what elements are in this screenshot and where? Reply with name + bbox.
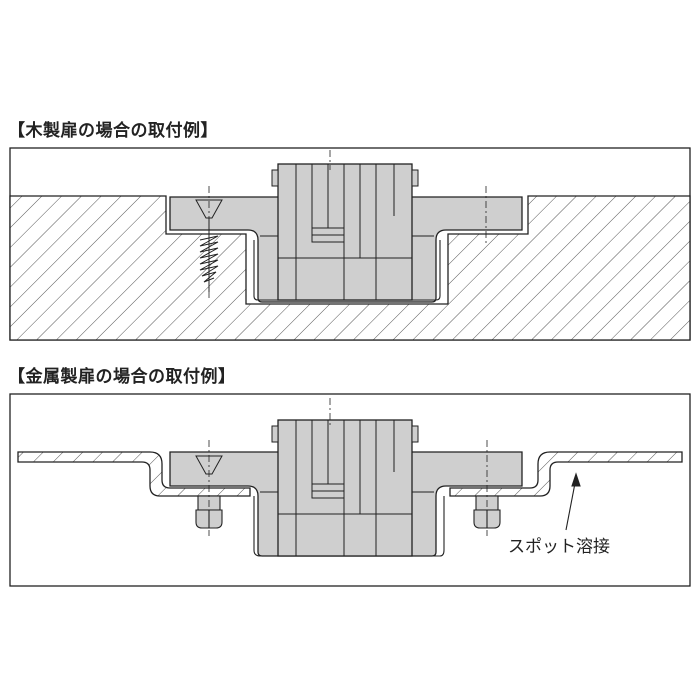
metal-door-diagram: スポット溶接 [9, 393, 691, 587]
spot-weld-label: スポット溶接 [508, 537, 610, 557]
wood-door-panel [9, 195, 691, 341]
metal-diagram-frame [9, 393, 691, 587]
metal-hinge [169, 419, 523, 557]
wood-hinge [169, 163, 523, 303]
wood-door-section-title: 【木製扉の場合の取付例】 [8, 121, 218, 141]
wood-door-diagram [9, 147, 691, 341]
metal-door-section-title: 【金属製扉の場合の取付例】 [8, 367, 236, 387]
wood-hinge-knuckle [277, 163, 413, 301]
spot-weld-leader [565, 472, 581, 531]
metal-door-sheet [17, 451, 683, 497]
metal-hinge-knuckle [277, 419, 413, 557]
